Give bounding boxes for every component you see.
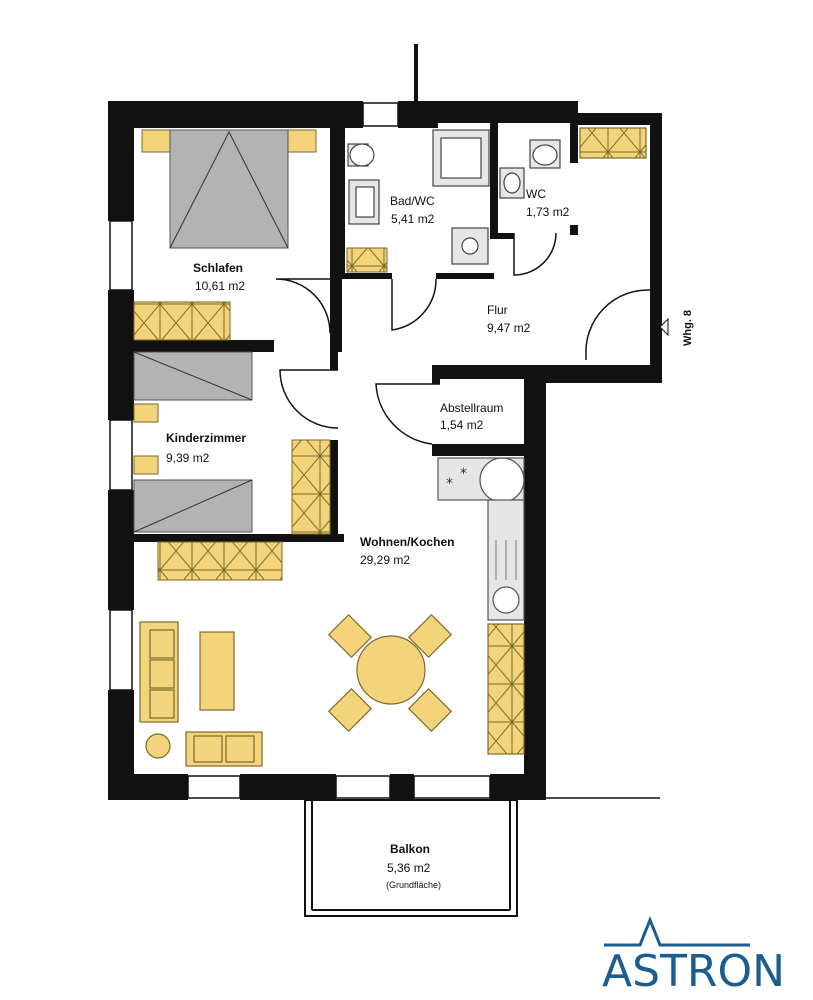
room-name-flur: Flur (487, 303, 508, 317)
schlafen-furniture (133, 129, 388, 341)
entrance-arrow-icon (659, 317, 669, 337)
svg-text:*: * (446, 476, 453, 492)
room-name-kinderzimmer: Kinderzimmer (166, 431, 246, 445)
room-name-balkon: Balkon (390, 842, 430, 856)
room-area-balkon: 5,36 m2 (387, 861, 431, 875)
room-name-schlafen: Schlafen (193, 261, 243, 275)
room-area-bad: 5,41 m2 (391, 212, 435, 226)
kinderzimmer-furniture (133, 351, 331, 581)
balcony (304, 797, 660, 917)
walls (108, 44, 662, 800)
room-area-abstellraum: 1,54 m2 (440, 418, 484, 432)
room-labels: Schlafen 10,61 m2 Bad/WC 5,41 m2 WC 1,73… (166, 187, 694, 890)
room-area-wc: 1,73 m2 (526, 205, 570, 219)
living-furniture (139, 613, 453, 767)
logo-mark-icon (604, 915, 750, 947)
svg-text:*: * (460, 466, 467, 482)
room-area-flur: 9,47 m2 (487, 321, 531, 335)
room-name-wc: WC (526, 187, 546, 201)
unit-label: Whg. 8 (682, 310, 694, 346)
room-name-bad: Bad/WC (390, 194, 435, 208)
logo-text: ASTRON (602, 946, 785, 997)
room-name-wohnen: Wohnen/Kochen (360, 535, 454, 549)
room-area-kinderzimmer: 9,39 m2 (166, 451, 210, 465)
wc-fixtures (499, 127, 647, 199)
room-note-balkon: (Grundfläche) (386, 880, 441, 890)
kitchen: * * (437, 457, 525, 755)
room-name-abstellraum: Abstellraum (440, 401, 503, 415)
astron-logo: ASTRON (602, 915, 785, 997)
room-area-schlafen: 10,61 m2 (195, 279, 245, 293)
bad-fixtures (347, 129, 490, 265)
room-area-wohnen: 29,29 m2 (360, 553, 410, 567)
windows (109, 102, 491, 799)
doors (275, 232, 651, 445)
